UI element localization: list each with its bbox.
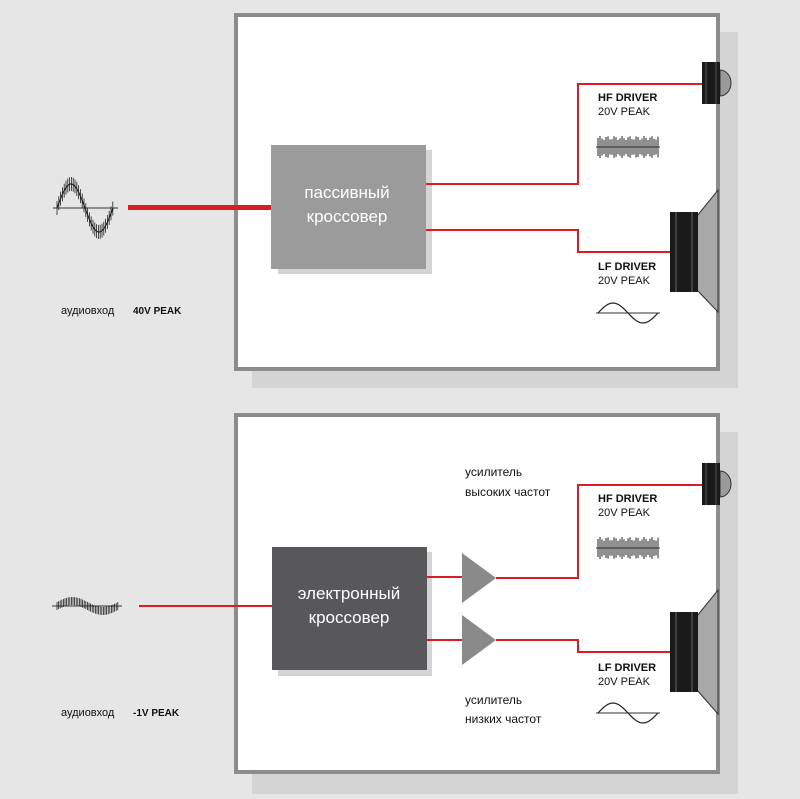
lf-amplifier-icon [462, 615, 496, 665]
hf-amp-label-line2: высоких частот [465, 485, 551, 499]
crossover-label-line1: пассивный [304, 183, 389, 202]
electronic-crossover-box [272, 547, 427, 670]
input-label: аудиовход [61, 305, 115, 317]
hf-signal-line [496, 484, 702, 579]
hf-driver-icon [702, 463, 732, 505]
input-signal-line [128, 205, 276, 210]
electronic-crossover-panel: электронный кроссовер усилитель высоких … [52, 413, 738, 794]
lf-driver-level: 20V PEAK [598, 275, 651, 287]
lf-amp-label-line2: низких частот [465, 712, 542, 726]
hf-driver-label: HF DRIVER [598, 92, 657, 104]
lf-driver-icon [670, 588, 719, 716]
hf-driver-level: 20V PEAK [598, 507, 651, 519]
lf-signal-line [426, 229, 670, 253]
crossover-label-line2: кроссовер [309, 608, 390, 627]
lf-driver-label: LF DRIVER [598, 662, 656, 674]
lf-driver-level: 20V PEAK [598, 676, 651, 688]
hf-amp-label-line1: усилитель [465, 465, 522, 479]
lf-driver-label: LF DRIVER [598, 261, 656, 273]
input-level: 40V PEAK [133, 306, 182, 317]
hf-signal-line [426, 83, 702, 185]
hf-driver-label: HF DRIVER [598, 493, 657, 505]
hf-waveform-icon [596, 537, 660, 559]
lf-amp-label-line1: усилитель [465, 693, 522, 707]
crossover-label-line2: кроссовер [307, 207, 388, 226]
crossover-label-line1: электронный [298, 584, 401, 603]
passive-crossover-panel: пассивный кроссовер HF DRIVER 20V PEAK L… [53, 13, 738, 388]
lf-waveform-icon [596, 702, 660, 724]
hf-amplifier-icon [462, 553, 496, 603]
hf-driver-level: 20V PEAK [598, 106, 651, 118]
input-level: -1V PEAK [133, 708, 180, 719]
hf-driver-icon [702, 62, 732, 104]
lf-driver-icon [670, 188, 719, 314]
line-level-input-waveform-icon [52, 597, 122, 615]
high-level-input-waveform-icon [56, 177, 114, 239]
input-label: аудиовход [61, 707, 115, 719]
lf-waveform-icon [596, 302, 660, 324]
hf-waveform-icon [596, 136, 660, 158]
passive-crossover-box [271, 145, 426, 269]
lf-signal-line [496, 639, 670, 653]
